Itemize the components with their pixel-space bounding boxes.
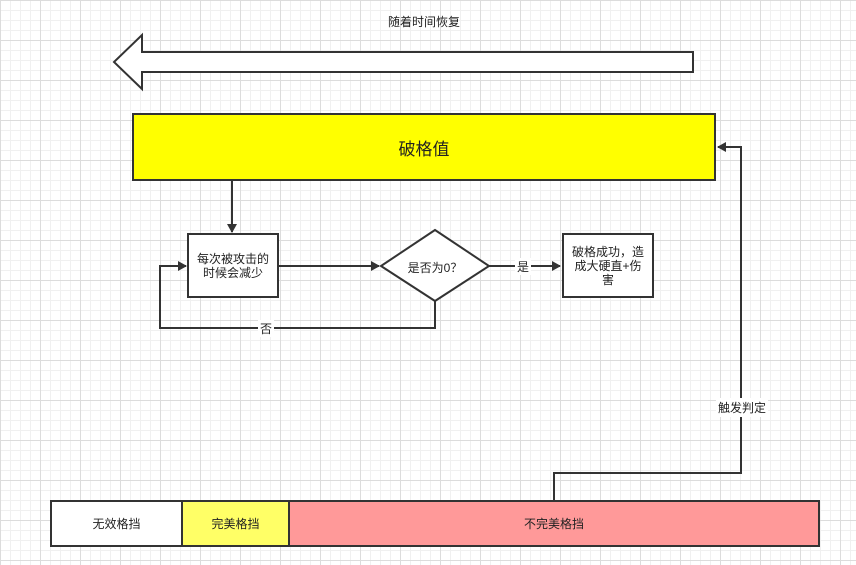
block-type-bar: 无效格挡 完美格挡 不完美格挡 (50, 500, 820, 547)
recover-label: 随着时间恢复 (388, 15, 461, 29)
block-segment-perfect: 完美格挡 (183, 502, 290, 545)
yes-label: 是 (515, 258, 532, 275)
block-segment-label: 无效格挡 (92, 517, 141, 531)
recover-arrow (112, 32, 694, 92)
decision-diamond (379, 228, 491, 303)
edge-trigger (553, 142, 742, 500)
success-box: 破格成功，造成大硬直+伤害 (562, 233, 654, 298)
decision-text: 是否为0？ (407, 261, 463, 275)
meter-box: 破格值 (132, 113, 716, 181)
block-segment-label: 完美格挡 (211, 517, 260, 531)
reduce-step-box: 每次被攻击的时候会减少 (187, 233, 279, 298)
block-segment-imperfect: 不完美格挡 (290, 502, 818, 545)
block-segment-invalid: 无效格挡 (52, 502, 183, 545)
no-label: 否 (258, 320, 275, 337)
edge-no-loop (159, 261, 436, 329)
reduce-step-text: 每次被攻击的时候会减少 (196, 251, 269, 280)
success-text: 破格成功，造成大硬直+伤害 (571, 244, 644, 287)
meter-title: 破格值 (398, 139, 450, 159)
block-segment-label: 不完美格挡 (523, 517, 584, 531)
trigger-label: 触发判定 (716, 398, 769, 417)
